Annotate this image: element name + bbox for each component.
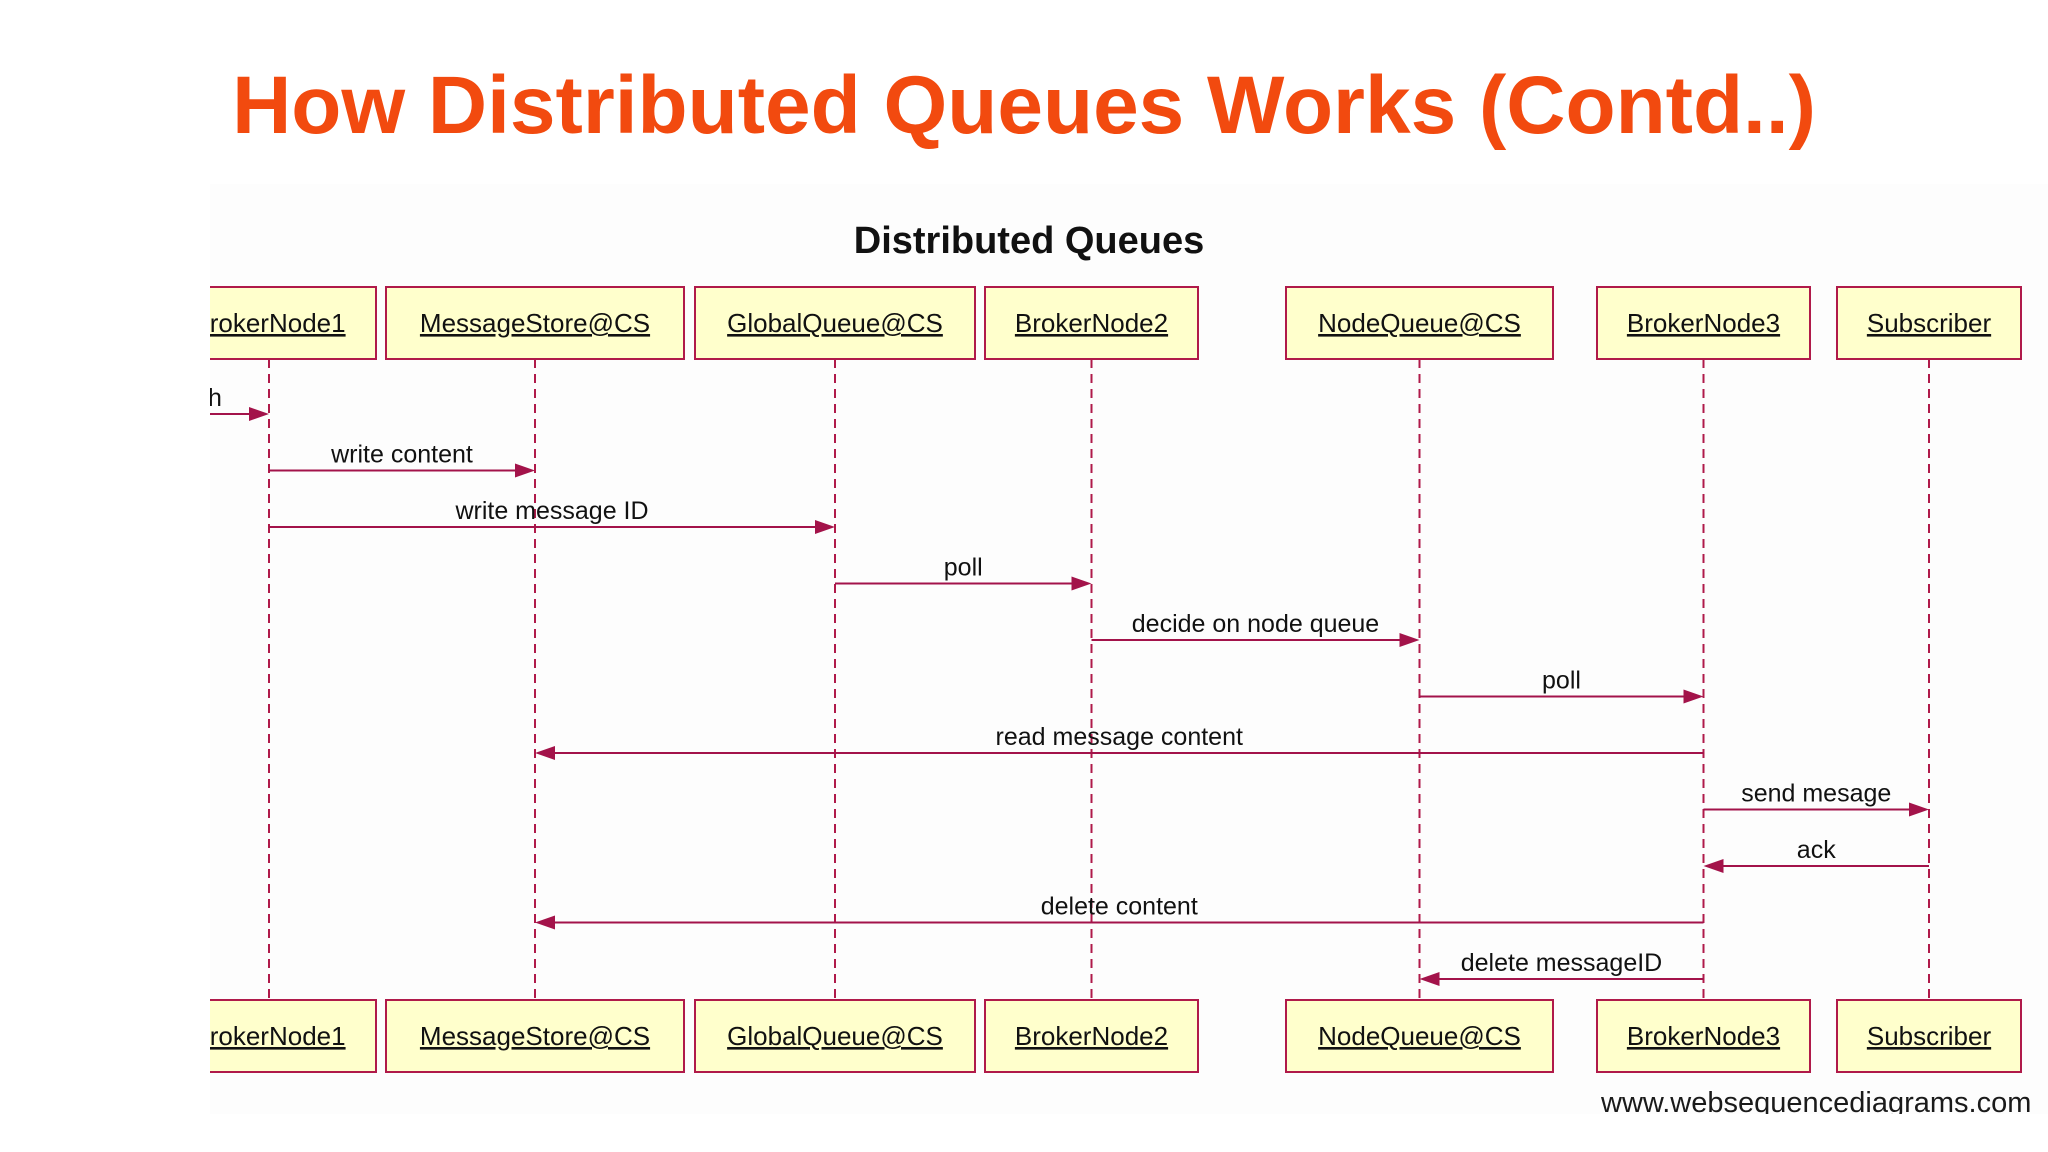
participant-box	[1285, 999, 1554, 1073]
sequence-diagram: Distributed Queues UserUserBrokerNode1Br…	[210, 220, 2031, 1114]
message-label: delete messageID	[1461, 949, 1663, 977]
message-11: delete messageID	[1419, 949, 1704, 986]
participant-label: MessageStore@CS	[420, 1021, 650, 1051]
participant-box	[984, 999, 1199, 1073]
message-5: decide on node queue	[1091, 610, 1420, 647]
participant-boxes: UserUserBrokerNode1BrokerNode1MessageSto…	[210, 286, 2022, 1073]
message-3: write message ID	[269, 497, 835, 534]
arrowhead	[515, 463, 535, 478]
participant-box	[1596, 999, 1811, 1073]
message-label: poll	[1542, 667, 1581, 695]
participant-box	[385, 999, 685, 1073]
participant-globalqueue-cs-top: GlobalQueue@CS	[694, 286, 976, 360]
participant-brokernode1-top: BrokerNode1	[210, 286, 377, 360]
participant-label: NodeQueue@CS	[1318, 308, 1521, 338]
message-label: decide on node queue	[1132, 610, 1379, 638]
participant-box	[1596, 286, 1811, 360]
arrowhead	[249, 407, 269, 421]
participant-label: MessageStore@CS	[420, 308, 650, 338]
message-1: publish	[210, 384, 269, 421]
participant-box	[694, 286, 976, 360]
participant-label: BrokerNode1	[210, 308, 346, 338]
participant-brokernode1-bottom: BrokerNode1	[210, 999, 377, 1073]
participant-box	[1836, 286, 2022, 360]
participant-label: GlobalQueue@CS	[727, 1021, 943, 1051]
participant-label: BrokerNode3	[1627, 308, 1780, 338]
participant-box	[1285, 286, 1554, 360]
participant-box	[1836, 999, 2022, 1073]
slide-title: How Distributed Queues Works (Contd..)	[232, 60, 1816, 151]
arrowhead	[1399, 633, 1420, 647]
participant-label: Subscriber	[1867, 1021, 1992, 1051]
participant-label: Subscriber	[1867, 308, 1992, 338]
message-6: poll	[1419, 667, 1704, 704]
participant-box	[694, 999, 976, 1073]
message-4: poll	[835, 554, 1092, 591]
message-label: ack	[1797, 836, 1836, 864]
message-label: read message content	[996, 723, 1243, 751]
participant-subscriber-bottom: Subscriber	[1836, 999, 2022, 1073]
participant-brokernode3-bottom: BrokerNode3	[1596, 999, 1811, 1073]
participant-label: GlobalQueue@CS	[727, 308, 943, 338]
participant-brokernode3-top: BrokerNode3	[1596, 286, 1811, 360]
participant-subscriber-top: Subscriber	[1836, 286, 2022, 360]
participant-label: NodeQueue@CS	[1318, 1021, 1521, 1051]
arrowhead	[1683, 689, 1704, 704]
participant-messagestore-cs-bottom: MessageStore@CS	[385, 999, 685, 1073]
message-label: publish	[210, 384, 222, 412]
message-label: delete content	[1041, 893, 1198, 921]
arrowhead	[1071, 576, 1092, 591]
participant-brokernode2-top: BrokerNode2	[984, 286, 1199, 360]
participant-nodequeue-cs-bottom: NodeQueue@CS	[1285, 999, 1554, 1073]
message-label: write message ID	[454, 497, 648, 525]
messages: publish write content write message ID poll…	[210, 384, 1929, 986]
diagram-title: Distributed Queues	[854, 220, 1205, 262]
participant-box	[210, 999, 377, 1073]
message-10: delete content	[535, 893, 1704, 930]
watermark: www.websequencediagrams.com	[1600, 1087, 2031, 1114]
participant-box	[385, 286, 685, 360]
participant-box	[210, 286, 377, 360]
participant-brokernode2-bottom: BrokerNode2	[984, 999, 1199, 1073]
arrowhead	[1419, 972, 1440, 986]
participant-label: BrokerNode2	[1015, 308, 1168, 338]
participant-label: BrokerNode1	[210, 1021, 346, 1051]
participant-messagestore-cs-top: MessageStore@CS	[385, 286, 685, 360]
message-label: poll	[944, 554, 983, 582]
arrowhead	[815, 520, 835, 534]
arrowhead	[1703, 859, 1724, 873]
message-7: read message content	[535, 723, 1704, 760]
participant-label: BrokerNode3	[1627, 1021, 1780, 1051]
participant-label: BrokerNode2	[1015, 1021, 1168, 1051]
arrowhead	[535, 746, 555, 760]
message-label: write content	[330, 441, 473, 469]
participant-globalqueue-cs-bottom: GlobalQueue@CS	[694, 999, 976, 1073]
message-9: ack	[1703, 836, 1929, 873]
message-2: write content	[269, 441, 535, 478]
diagram-panel: Distributed Queues UserUserBrokerNode1Br…	[210, 184, 2048, 1114]
participant-nodequeue-cs-top: NodeQueue@CS	[1285, 286, 1554, 360]
participant-box	[984, 286, 1199, 360]
message-8: send mesage	[1703, 780, 1929, 817]
lifelines	[268, 359, 1930, 1000]
arrowhead	[1909, 802, 1929, 817]
message-label: send mesage	[1741, 780, 1891, 808]
arrowhead	[535, 915, 555, 930]
